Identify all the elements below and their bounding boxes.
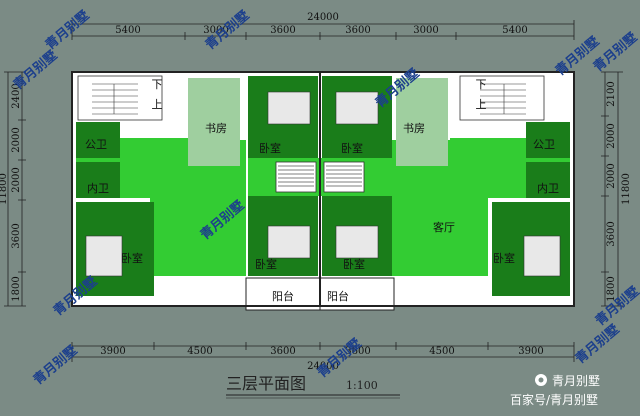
watermark: 青月别墅 <box>590 29 640 75</box>
room-labels: 书房 书房 卧室 卧室 卧室 卧室 卧室 卧室 客厅 公卫 内卫 公卫 内卫 阳… <box>85 78 559 303</box>
bottom-dim-3: 3600 <box>270 346 295 357</box>
source-credit: 百家号/青月别墅 <box>510 392 598 407</box>
left-dimension-labels: 2400 2000 2000 3600 1800 11800 <box>0 83 22 301</box>
stair-left-down-label: 下 <box>152 78 163 91</box>
stair-left <box>92 83 138 115</box>
room-bedroom-center-bottom-left: 卧室 <box>255 257 277 271</box>
room-bath-inner-left: 内卫 <box>87 181 109 195</box>
watermark: 青月别墅 <box>30 342 80 388</box>
top-dim-2: 3000 <box>203 25 228 36</box>
watermark: 青月别墅 <box>314 335 364 381</box>
room-bath-public-right: 公卫 <box>533 138 555 151</box>
right-dimension-labels: 2100 2000 2000 3600 1800 11800 <box>606 81 632 301</box>
room-bedroom-right: 卧室 <box>493 251 515 265</box>
drawing-title-block: 三层平面图 1:100 <box>226 374 400 399</box>
bottom-total-label: 24000 <box>307 361 339 372</box>
left-dim-1: 2400 <box>11 83 22 108</box>
room-bedroom-center-top-left: 卧室 <box>259 141 281 155</box>
room-bath-inner-right: 内卫 <box>537 181 559 195</box>
dimension-ticks <box>4 20 623 362</box>
room-bedroom-center-bottom-right: 卧室 <box>343 257 365 271</box>
right-total-label: 11800 <box>621 173 632 205</box>
top-dim-3: 3600 <box>270 25 295 36</box>
overall-width-label: 24000 <box>307 12 339 23</box>
building-walls <box>71 71 575 311</box>
top-dimension-labels: 5400 3000 3600 3600 3000 5400 <box>115 25 527 36</box>
drawing-scale: 1:100 <box>346 379 378 392</box>
room-bath-public-left: 公卫 <box>85 138 107 151</box>
closet-strips <box>275 161 365 193</box>
source-badge: 青月别墅 百家号/青月别墅 <box>510 374 600 407</box>
bottom-dim-6: 3900 <box>518 346 543 357</box>
watermark: 青月别墅 <box>42 7 92 53</box>
stair-left-up-label: 上 <box>152 98 163 111</box>
stair-right-down-label: 下 <box>476 78 487 91</box>
right-dim-5: 1800 <box>606 276 617 301</box>
left-dim-3: 2000 <box>11 167 22 192</box>
left-dim-5: 1800 <box>11 276 22 301</box>
watermark: 青月别墅 <box>572 321 622 367</box>
bottom-dim-1: 3900 <box>100 346 125 357</box>
top-dim-4: 3600 <box>345 25 370 36</box>
drawing-title: 三层平面图 <box>226 374 306 393</box>
stair-right-up-label: 上 <box>476 98 487 111</box>
room-study-right: 书房 <box>403 122 425 135</box>
watermark: 青月别墅 <box>10 47 60 93</box>
right-dim-1: 2100 <box>606 81 617 106</box>
room-balcony-left: 阳台 <box>272 289 294 303</box>
right-dim-3: 2000 <box>606 163 617 188</box>
bottom-dim-2: 4500 <box>187 346 212 357</box>
top-dim-5: 3000 <box>413 25 438 36</box>
left-total-label: 11800 <box>0 173 9 205</box>
room-bedroom-left: 卧室 <box>121 251 143 265</box>
top-dim-1: 5400 <box>115 25 140 36</box>
bottom-dimension-labels: 3900 4500 3600 3600 4500 3900 24000 <box>100 346 543 372</box>
top-dim-6: 5400 <box>502 25 527 36</box>
right-dim-4: 3600 <box>606 221 617 246</box>
stair-right <box>480 83 526 115</box>
room-bedroom-center-top-right: 卧室 <box>341 141 363 155</box>
right-dim-2: 2000 <box>606 123 617 148</box>
room-balcony-right: 阳台 <box>327 289 349 303</box>
watermark: 青月别墅 <box>552 33 602 79</box>
source-logo-text: 青月别墅 <box>552 374 600 388</box>
room-study-left: 书房 <box>205 122 227 135</box>
bed-icons <box>85 91 561 277</box>
left-dim-2: 2000 <box>11 127 22 152</box>
dimension-lines <box>4 20 623 362</box>
bottom-dim-5: 4500 <box>429 346 454 357</box>
bottom-dim-4: 3600 <box>345 346 370 357</box>
room-living-room: 客厅 <box>433 220 455 234</box>
left-dim-4: 3600 <box>11 223 22 248</box>
